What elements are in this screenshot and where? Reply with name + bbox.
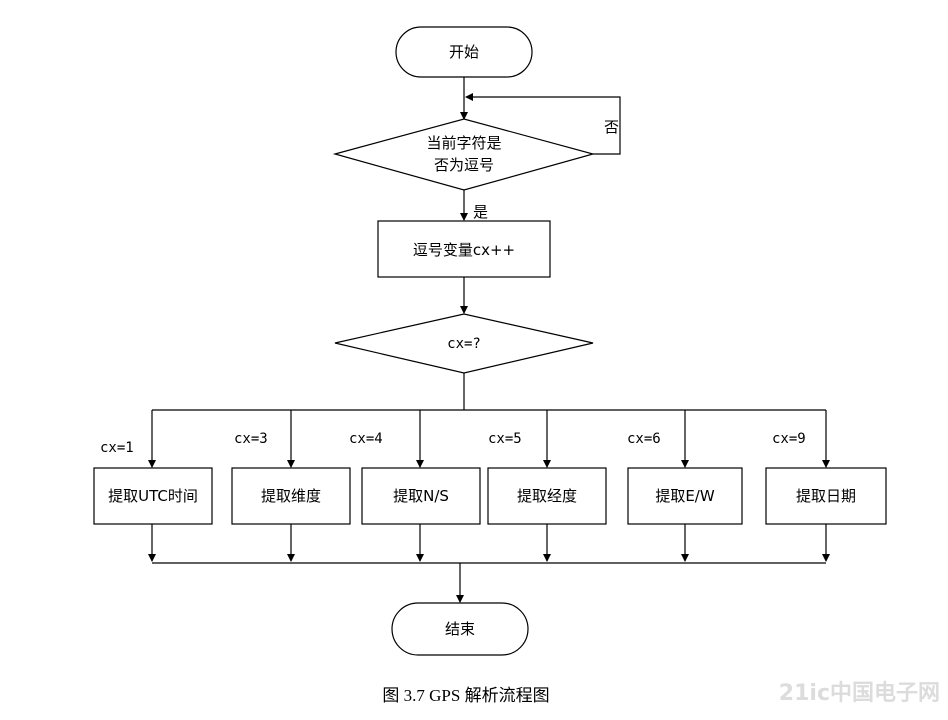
branch-condition: cx=4	[349, 431, 383, 447]
branch-action-label: 提取维度	[261, 487, 321, 505]
figure-caption: 图 3.7 GPS 解析流程图	[382, 686, 549, 705]
decision-comma-diamond	[332, 118, 596, 191]
branch-action-box	[361, 467, 481, 525]
branch-action-label: 提取E/W	[655, 487, 715, 505]
end-label: 结束	[445, 620, 475, 638]
branch-5: cx=6 提取E/W	[627, 410, 743, 562]
watermark: 21ic中国电子网	[779, 681, 940, 706]
label-no: 否	[604, 118, 619, 136]
branch-action-label: 提取N/S	[393, 487, 449, 505]
branch-condition: cx=3	[234, 431, 268, 447]
branch-action-box	[487, 467, 607, 525]
start-label: 开始	[449, 43, 479, 61]
decision-comma-line2: 否为逗号	[434, 156, 494, 174]
branch-action-label: 提取日期	[796, 487, 856, 505]
branch-condition: cx=6	[627, 431, 661, 447]
branch-4: cx=5 提取经度	[487, 410, 607, 562]
loop-back-connector	[465, 93, 621, 155]
decision-cx-diamond	[334, 313, 594, 374]
branch-condition: cx=9	[772, 431, 806, 447]
branch-action-box	[765, 467, 887, 525]
branch-3: cx=4 提取N/S	[349, 410, 481, 562]
branch-action-box	[231, 467, 351, 525]
branch-condition: cx=5	[488, 431, 522, 447]
decision-cx-label: cx=?	[447, 336, 481, 352]
branch-action-box	[93, 467, 213, 525]
branch-2: cx=3 提取维度	[231, 410, 351, 562]
branch-6: cx=9 提取日期	[765, 410, 887, 562]
process-increment-label: 逗号变量cx++	[413, 241, 515, 259]
label-yes: 是	[473, 203, 488, 221]
branch-condition: cx=1	[100, 440, 134, 456]
decision-comma-line1: 当前字符是	[426, 134, 501, 152]
end-terminator	[391, 602, 529, 656]
branch-1: cx=1 提取UTC时间	[93, 410, 213, 562]
branch-action-label: 提取UTC时间	[108, 487, 198, 505]
branch-action-label: 提取经度	[517, 487, 577, 505]
